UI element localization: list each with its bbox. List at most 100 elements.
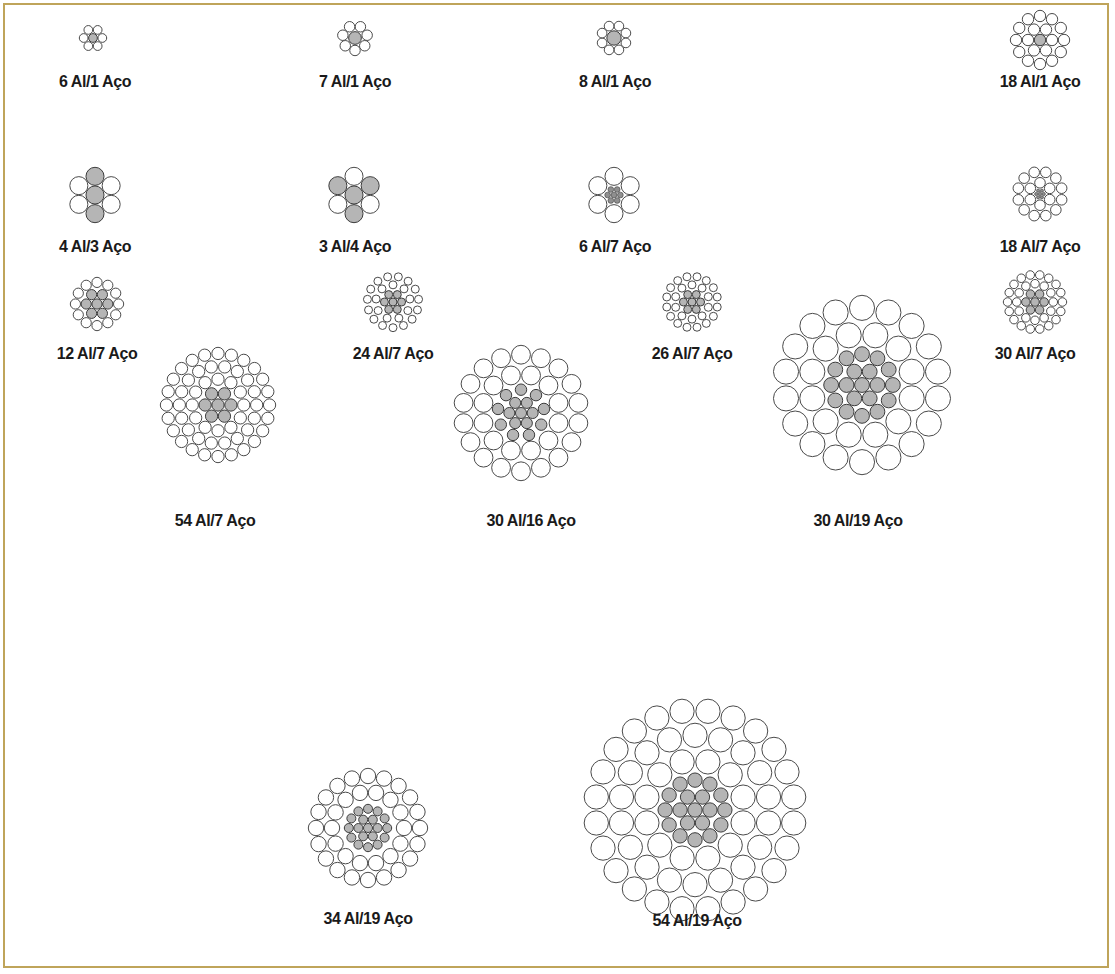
aluminium-wire [454, 393, 473, 412]
aluminium-wire [512, 462, 531, 481]
aluminium-wire [1052, 280, 1061, 289]
aluminium-wire [648, 763, 672, 787]
aluminium-wire [813, 409, 838, 434]
steel-wire [607, 31, 621, 45]
aluminium-wire [773, 359, 798, 384]
aluminium-wire [92, 321, 102, 331]
aluminium-wire [1028, 24, 1039, 35]
steel-wire [86, 205, 104, 223]
aluminium-wire [672, 303, 680, 311]
steel-wire [380, 833, 389, 842]
steel-wire [1037, 196, 1040, 199]
aluminium-wire [492, 349, 511, 368]
aluminium-wire [696, 846, 720, 870]
aluminium-wire [522, 441, 541, 460]
steel-wire [839, 378, 854, 393]
steel-wire [1031, 298, 1040, 307]
aluminium-wire [698, 312, 706, 320]
steel-wire [697, 298, 705, 306]
aluminium-wire [415, 295, 423, 303]
aluminium-wire [1022, 55, 1033, 66]
aluminium-wire [383, 792, 398, 807]
aluminium-wire [93, 42, 102, 51]
aluminium-wire [81, 280, 91, 290]
aluminium-wire [899, 386, 924, 411]
aluminium-wire [621, 28, 631, 38]
aluminium-wire [800, 359, 825, 384]
aluminium-wire [731, 741, 755, 765]
aluminium-wire [1041, 167, 1052, 178]
aluminium-wire [721, 890, 745, 914]
steel-wire [364, 843, 373, 852]
aluminium-wire [361, 195, 379, 213]
aluminium-wire [775, 760, 799, 784]
steel-wire [380, 298, 388, 306]
aluminium-wire [698, 284, 706, 292]
aluminium-wire [683, 273, 691, 281]
aluminium-wire [160, 399, 172, 411]
aluminium-wire [173, 399, 185, 411]
steel-wire [398, 298, 406, 306]
aluminium-wire [408, 315, 416, 323]
aluminium-wire [352, 855, 367, 870]
aluminium-wire [393, 836, 408, 851]
aluminium-wire [1034, 58, 1045, 69]
steel-wire [680, 790, 694, 804]
aluminium-wire [1031, 316, 1040, 325]
aluminium-wire [605, 167, 623, 185]
aluminium-wire [1040, 282, 1049, 291]
aluminium-wire [1057, 307, 1066, 316]
aluminium-wire [338, 848, 353, 863]
steel-wire [839, 351, 854, 366]
steel-wire [881, 393, 896, 408]
aluminium-wire [704, 303, 712, 311]
steel-wire [495, 419, 506, 430]
steel-wire [199, 399, 211, 411]
aluminium-wire [1035, 178, 1046, 189]
aluminium-wire [688, 281, 696, 289]
aluminium-wire [539, 431, 558, 450]
aluminium-wire [1041, 210, 1052, 221]
cable-label: 30 Al/19 Aço [813, 512, 902, 530]
steel-wire [608, 198, 614, 204]
aluminium-wire [605, 205, 623, 223]
steel-wire [1035, 306, 1044, 315]
aluminium-wire [748, 835, 772, 859]
aluminium-wire [93, 26, 102, 35]
aluminium-wire [925, 359, 950, 384]
aluminium-wire [693, 273, 701, 281]
steel-wire [1037, 189, 1040, 192]
aluminium-wire [683, 323, 691, 331]
aluminium-wire [241, 424, 253, 436]
aluminium-wire [262, 386, 274, 398]
aluminium-wire [663, 303, 671, 311]
frame-border [3, 3, 1109, 968]
aluminium-wire [454, 414, 473, 433]
steel-wire [1034, 34, 1045, 45]
aluminium-wire [702, 277, 710, 285]
aluminium-wire [702, 319, 710, 327]
aluminium-wire [667, 284, 675, 292]
steel-wire [824, 378, 839, 393]
steel-wire [870, 378, 885, 393]
aluminium-wire [562, 433, 581, 452]
aluminium-wire [379, 322, 387, 330]
aluminium-wire [79, 34, 88, 43]
aluminium-wire [389, 324, 397, 332]
steel-wire [359, 815, 368, 824]
aluminium-wire [92, 277, 102, 287]
aluminium-wire [474, 414, 493, 433]
aluminium-wire [618, 761, 642, 785]
steel-wire [695, 816, 709, 830]
aluminium-wire [667, 312, 675, 320]
steel-wire [538, 403, 549, 414]
steel-wire [703, 803, 717, 817]
steel-wire [870, 404, 885, 419]
aluminium-wire [1022, 314, 1031, 323]
steel-wire [535, 419, 546, 430]
steel-wire [1038, 192, 1041, 195]
aluminium-wire [743, 877, 767, 901]
steel-wire [1040, 189, 1043, 192]
aluminium-wire [678, 284, 686, 292]
steel-wire [679, 298, 687, 306]
